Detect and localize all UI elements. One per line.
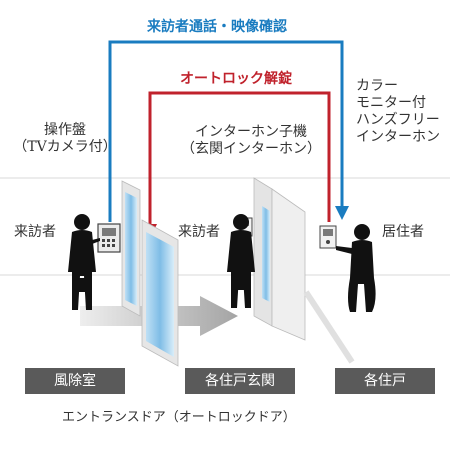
visitor-call-arrowhead: [335, 206, 349, 220]
visitor-outside-label: 来訪者: [14, 224, 56, 240]
autolock-arrow: [148, 91, 331, 226]
zone-windbreak-room: 風除室: [25, 368, 125, 394]
entrance-door-caption: エントランスドア（オートロックドア）: [62, 410, 296, 425]
unit-door-line: [303, 290, 355, 364]
visitor-silhouette-outside: [68, 214, 100, 310]
intercom-handset-label: インターホン子機 （玄関インターホン）: [181, 124, 321, 157]
unit-entrance-wall: [253, 177, 306, 341]
monitor-intercom-device: [319, 225, 337, 249]
autolock-title: オートロック解錠: [180, 71, 292, 87]
visitor-call-title: 来訪者通話・映像確認: [147, 19, 287, 35]
monitor-intercom-label: カラー モニター付 ハンズフリー インターホン: [356, 78, 440, 145]
zone-unit: 各住戸: [335, 368, 435, 394]
resident-silhouette: [336, 224, 376, 312]
control-panel-label: 操作盤 （TVカメラ付）: [13, 122, 117, 155]
resident-label: 居住者: [382, 224, 424, 240]
visitor-silhouette-entrance: [227, 214, 255, 308]
entrance-door: [121, 180, 179, 367]
visitor-entrance-label: 来訪者: [178, 224, 220, 240]
zone-unit-entrance: 各住戸玄関: [185, 368, 295, 394]
control-panel-device: [97, 223, 121, 253]
visitor-call-arrow: [108, 40, 344, 222]
